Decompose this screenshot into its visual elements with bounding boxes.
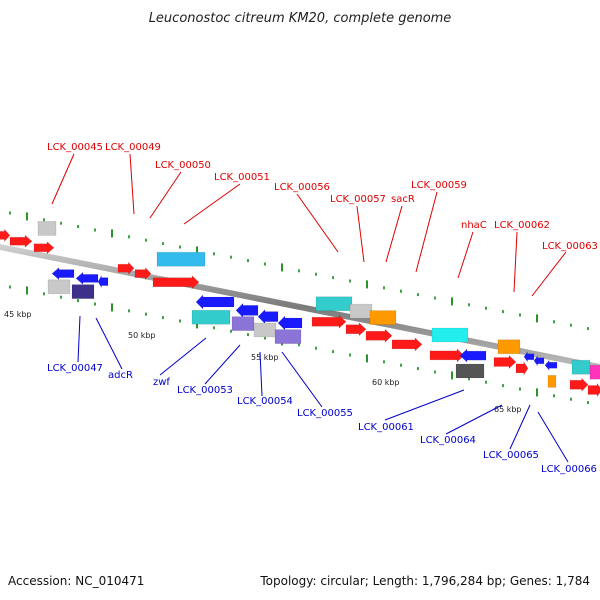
- gene-arrow[interactable]: [117, 261, 135, 275]
- gene-label[interactable]: sacR: [391, 194, 415, 205]
- label-leader-line: [51, 153, 75, 205]
- gene-label[interactable]: adcR: [108, 370, 133, 381]
- kbp-label: 60 kbp: [372, 378, 400, 387]
- label-leader-line: [509, 404, 531, 450]
- label-leader-line: [445, 404, 503, 435]
- kbp-label: 45 kbp: [4, 310, 32, 319]
- kbp-label: 55 kbp: [251, 353, 279, 362]
- gene-label[interactable]: LCK_00045: [47, 142, 103, 153]
- label-leader-line: [159, 337, 207, 376]
- label-leader-line: [537, 411, 569, 463]
- label-leader-line: [281, 351, 323, 408]
- gene-box[interactable]: [71, 284, 95, 299]
- gene-label[interactable]: zwf: [153, 377, 170, 388]
- label-leader-line: [204, 344, 241, 385]
- gene-arrow[interactable]: [493, 354, 517, 370]
- forward-gene-labels: LCK_00045 LCK_00049 LCK_00050 LCK_00051 …: [47, 142, 598, 252]
- gene-label[interactable]: LCK_00054: [237, 396, 293, 407]
- gene-arrow[interactable]: [235, 302, 259, 319]
- label-leader-line: [531, 251, 567, 297]
- label-leader-line: [513, 231, 518, 293]
- gene-label[interactable]: LCK_00053: [177, 385, 233, 396]
- label-leader-line: [296, 193, 339, 253]
- label-leader-line: [129, 153, 135, 215]
- gene-box[interactable]: [497, 339, 521, 355]
- gene-arrow[interactable]: [587, 382, 600, 398]
- gene-arrow[interactable]: [345, 322, 367, 337]
- gene-label[interactable]: LCK_00047: [47, 363, 103, 374]
- kbp-label: 50 kbp: [128, 331, 156, 340]
- gene-arrow[interactable]: [365, 328, 393, 343]
- label-leader-line: [259, 351, 263, 397]
- gene-arrow[interactable]: [569, 377, 589, 393]
- gene-arrow[interactable]: [515, 360, 529, 376]
- gene-arrow[interactable]: [33, 241, 55, 255]
- gene-box[interactable]: [47, 279, 71, 295]
- gene-arrow[interactable]: [134, 266, 152, 281]
- gene-label[interactable]: LCK_00062: [494, 220, 550, 231]
- gene-box[interactable]: [571, 359, 591, 375]
- label-leader-line: [77, 315, 81, 363]
- gene-box[interactable]: [349, 303, 373, 319]
- gene-arrow[interactable]: [391, 337, 423, 352]
- gene-box[interactable]: [315, 296, 353, 312]
- label-leader-line: [457, 231, 474, 279]
- gene-label[interactable]: LCK_00056: [274, 182, 330, 193]
- label-leader-line: [149, 171, 182, 219]
- gene-box[interactable]: [231, 316, 255, 331]
- gene-arrow[interactable]: [533, 354, 545, 367]
- label-leader-line: [183, 183, 241, 225]
- genome-summary-text: Topology: circular; Length: 1,796,284 bp…: [259, 574, 590, 588]
- gene-features: [0, 221, 600, 398]
- gene-label[interactable]: LCK_00059: [411, 180, 467, 191]
- label-leader-line: [95, 317, 123, 370]
- gene-box[interactable]: [191, 309, 231, 325]
- gene-label[interactable]: LCK_00051: [214, 172, 270, 183]
- gene-arrow[interactable]: [9, 234, 33, 248]
- gene-label[interactable]: LCK_00061: [358, 422, 414, 433]
- gene-label[interactable]: nhaC: [461, 220, 487, 231]
- gene-label[interactable]: LCK_00049: [105, 142, 161, 153]
- gene-label[interactable]: LCK_00064: [420, 435, 476, 446]
- label-leader-line: [385, 205, 403, 263]
- gene-arrow[interactable]: [311, 314, 347, 329]
- gene-box[interactable]: [274, 329, 302, 344]
- gene-arrow[interactable]: [51, 266, 75, 281]
- gene-arrow[interactable]: [152, 275, 200, 290]
- gene-arrow[interactable]: [75, 271, 99, 286]
- gene-box[interactable]: [589, 364, 600, 380]
- label-leader-line: [356, 205, 365, 263]
- gene-label[interactable]: LCK_00066: [541, 464, 597, 475]
- label-leader-line: [384, 389, 465, 421]
- label-leader-line: [415, 191, 438, 273]
- gene-arrow[interactable]: [429, 348, 465, 363]
- gene-arrow[interactable]: [459, 348, 487, 363]
- accession-text: Accession: NC_010471: [8, 574, 144, 588]
- tick-marks: [9, 211, 589, 405]
- gene-arrow[interactable]: [277, 315, 303, 331]
- gene-box[interactable]: [547, 375, 557, 388]
- gene-arrow[interactable]: [0, 228, 11, 243]
- reverse-gene-labels: LCK_00047 adcR zwf LCK_00053 LCK_00054 L…: [47, 363, 597, 475]
- gene-arrow[interactable]: [97, 274, 109, 289]
- gene-box[interactable]: [253, 322, 277, 338]
- gene-label[interactable]: LCK_00065: [483, 450, 539, 461]
- gene-arrow[interactable]: [257, 308, 279, 325]
- kbp-label: 65 kbp: [494, 405, 522, 414]
- gene-box[interactable]: [431, 327, 469, 343]
- gene-label[interactable]: LCK_00050: [155, 160, 211, 171]
- gene-box[interactable]: [369, 310, 397, 325]
- map-title: Leuconostoc citreum KM20, complete genom…: [149, 11, 452, 26]
- label-leaders: [51, 153, 569, 463]
- gene-label[interactable]: LCK_00057: [330, 194, 386, 205]
- gene-arrow[interactable]: [195, 294, 235, 310]
- gene-box[interactable]: [455, 363, 485, 379]
- gene-arrow[interactable]: [523, 350, 535, 363]
- gene-box[interactable]: [37, 221, 57, 236]
- gene-label[interactable]: LCK_00063: [542, 241, 598, 252]
- gene-label[interactable]: LCK_00055: [297, 408, 353, 419]
- gene-arrow[interactable]: [544, 359, 558, 372]
- gene-box[interactable]: [156, 251, 206, 267]
